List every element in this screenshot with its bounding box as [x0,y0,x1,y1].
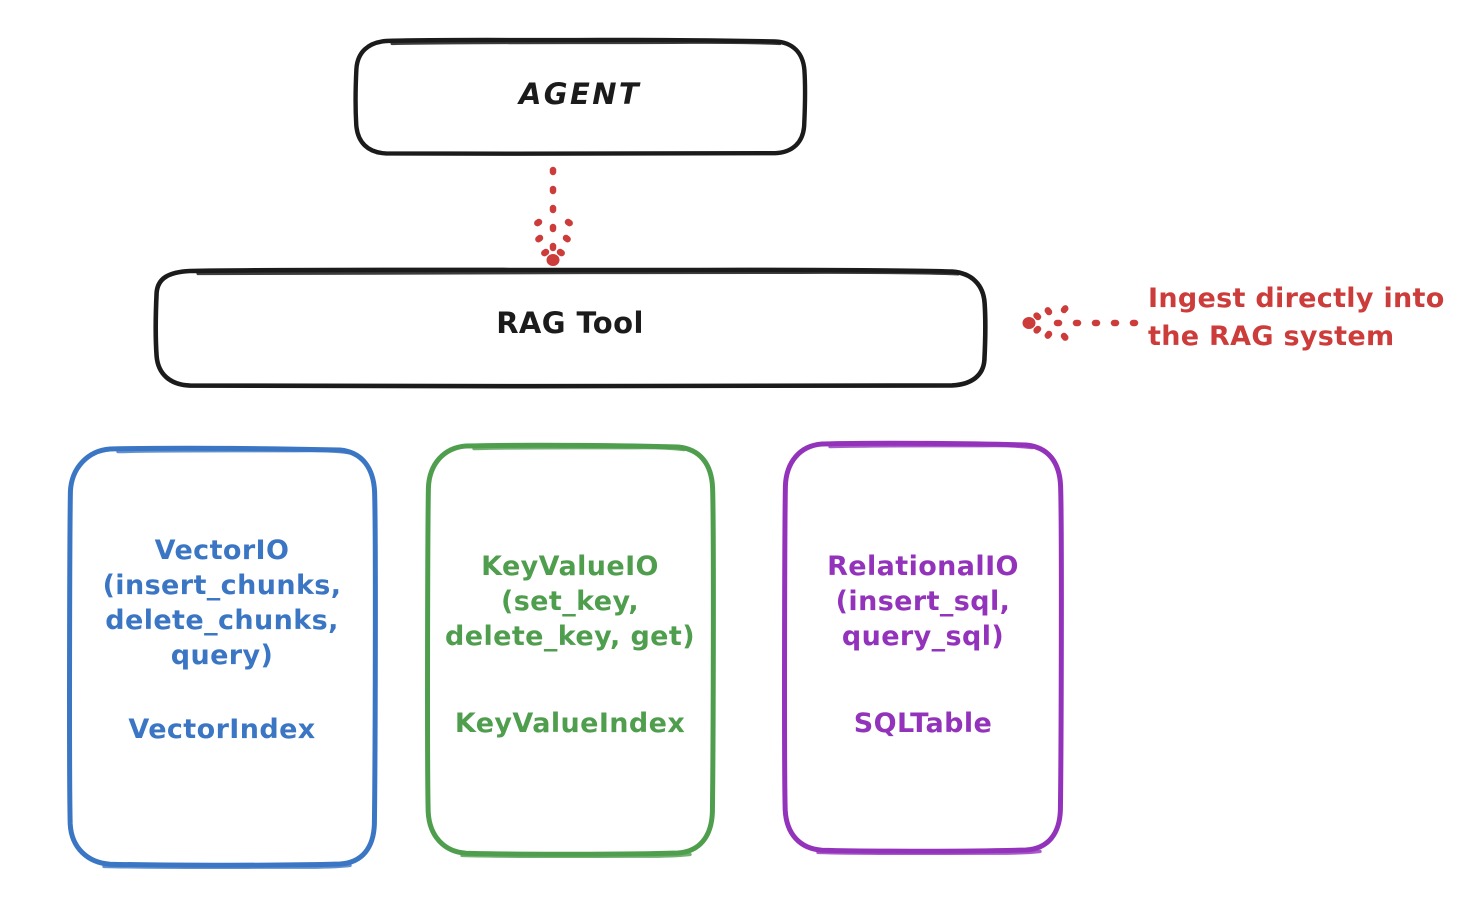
keyvalue-io-box-sketch-overstroke [472,445,686,452]
edge-agent-to-rag-tool-arrowhead [529,218,578,258]
agent-box-outline [353,37,808,157]
relational-io-box-sketch-overstroke [828,443,1034,450]
edge-agent-to-rag-tool-arrow-tip [546,254,560,266]
keyvalue-io-node[interactable] [425,442,716,859]
edge-agent-to-rag-tool [529,166,578,266]
vector-io-box-sketch-bottomstroke [102,863,352,870]
relational-io-box-outline [782,440,1064,854]
keyvalue-io-box-sketch-bottomstroke [460,852,692,859]
rag-tool-node[interactable] [153,267,988,389]
edge-ingest-to-rag-tool-arrowhead [1032,301,1072,345]
rag-tool-box-sketch-overstroke [196,270,960,276]
keyvalue-io-box-outline [425,442,716,857]
vector-io-node[interactable] [67,445,378,870]
ingest-annotation-label: Ingest directly into the RAG system [1148,283,1445,353]
agent-node[interactable] [353,37,808,157]
agent-box-sketch-overstroke [390,40,782,46]
vector-io-box-outline [67,445,378,868]
vector-io-box-sketch-overstroke [116,448,350,455]
relational-io-box-sketch-bottomstroke [816,849,1042,856]
rag-tool-box-outline [153,267,988,389]
relational-io-node[interactable] [782,440,1064,856]
edge-ingest-to-rag-tool-arrow-tip [1022,317,1036,329]
edge-ingest-to-rag-tool [1022,301,1139,345]
